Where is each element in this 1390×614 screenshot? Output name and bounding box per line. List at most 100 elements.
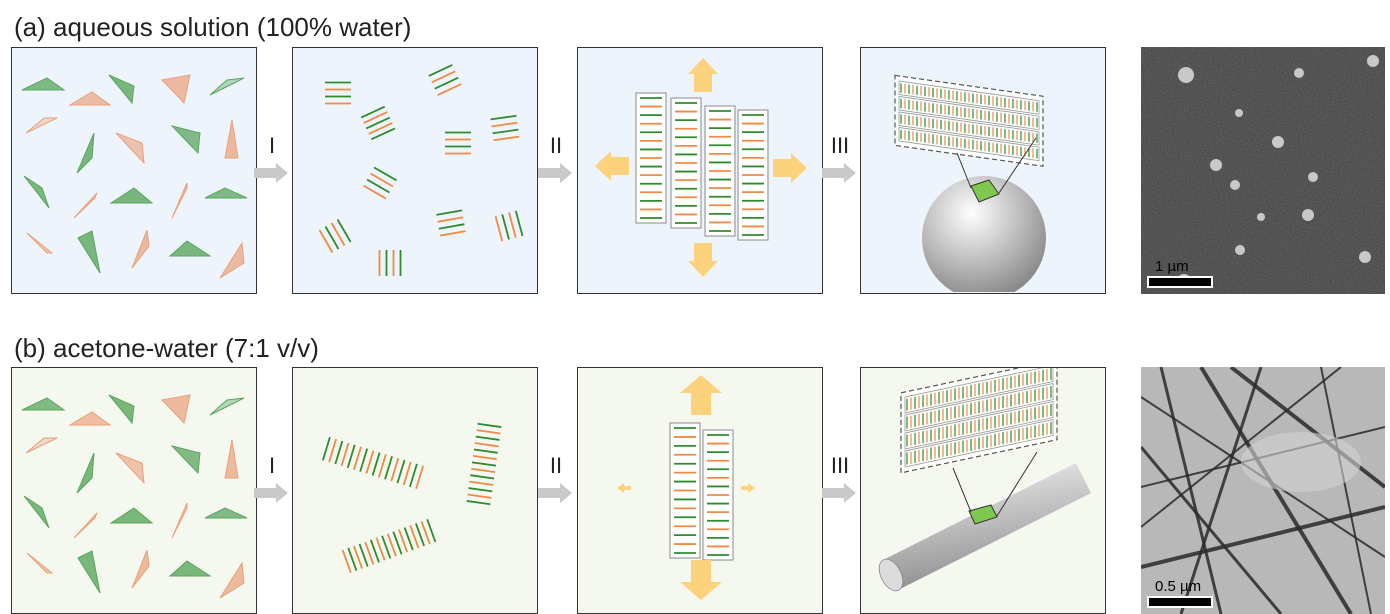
row-a-title: (a) aqueous solution (100% water) [14,12,412,42]
vesicle-dot [1257,213,1265,221]
fiber-strand [1159,367,1223,614]
building-block-triangle [108,74,135,105]
sphere-vesicle [922,176,1046,292]
fiber-cylinder [878,463,1091,592]
step-label: II [549,133,563,158]
building-block-triangle [160,74,191,105]
stripe-stack [325,81,351,105]
bilayer-sheet [894,74,1044,167]
row-a-growth-panel [577,47,823,294]
building-block-triangle [77,550,101,594]
building-block-triangle [76,452,95,494]
growth-arrow-right [741,483,755,493]
bilayer-sheet [900,368,1058,474]
row-b-step-3: III [820,453,860,513]
building-block-triangle [131,229,150,269]
vesicle-dot [1367,55,1379,67]
vesicle-dot [1178,67,1194,83]
ribbon-block [670,97,702,229]
elongated-stack [341,519,437,573]
row-a-stacks-panel [292,47,538,294]
scale-bar: 1 µm [1147,258,1213,288]
building-block-triangle [26,232,54,254]
row-b-growth-panel [577,367,823,614]
building-block-triangle [224,119,239,159]
building-block-triangle [23,495,50,529]
scale-bar-label: 1 µm [1155,258,1189,275]
vesicle-dot [1359,251,1371,263]
row-a-morphology-panel [860,47,1106,294]
building-block-triangle [168,240,212,257]
growth-arrow-up [680,375,722,415]
row-a-monomers-panel [11,47,257,294]
growth-arrow-down [680,560,722,600]
scale-bar: 0.5 µm [1147,578,1213,608]
row-b-stacks-panel [292,367,538,614]
scale-bar-label: 0.5 µm [1155,578,1202,595]
step-label: I [268,133,276,158]
building-block-triangle [168,560,212,577]
vesicle-dot [1210,159,1222,171]
step-label: I [268,453,276,478]
building-block-triangle [115,452,145,485]
scale-bar-line [1147,276,1213,288]
stripe-stack [378,250,402,276]
row-a-step-1: I [252,133,292,193]
building-block-triangle [204,187,248,199]
building-block-triangle [109,187,154,204]
row-b-monomers-panel [11,367,257,614]
step-arrow-icon [538,163,572,183]
elongated-stack [322,437,424,489]
building-block-triangle [68,91,112,106]
stripe-stack [363,166,397,200]
building-block-triangle [209,397,245,416]
row-a-step-2: II [536,133,576,193]
building-block-triangle [224,439,239,479]
row-b-step-1: I [252,453,292,513]
stripe-stack [318,219,352,253]
building-block-triangle [219,241,245,279]
growth-arrow-left [617,483,631,493]
growth-arrow-right [773,153,807,183]
vesicle-dot [1302,209,1314,221]
growth-arrow-up [688,58,718,92]
step-arrow-icon [822,163,856,183]
ribbon-block [669,422,701,559]
building-block-triangle [25,437,58,454]
vesicle-dot [1294,68,1304,78]
building-block-triangle [73,192,98,219]
row-b-step-2: II [536,453,576,513]
vesicle-dot [1235,109,1243,117]
row-b-title: (b) acetone-water (7:1 v/v) [14,333,319,363]
building-block-triangle [131,549,150,589]
building-block-triangle [171,502,188,539]
building-block-triangle [219,561,245,599]
building-block-triangle [77,230,101,274]
row-b-tem-image: 0.5 µm [1141,367,1385,614]
building-block-triangle [108,394,135,425]
building-block-triangle [171,182,188,219]
building-block-triangle [109,507,154,524]
fiber-strand [1179,367,1263,614]
step-arrow-icon [538,483,572,503]
row-b-morphology-panel [860,367,1106,614]
fiber-strand [1320,367,1372,614]
building-block-triangle [21,397,66,411]
building-block-triangle [209,77,245,96]
stripe-stack [494,210,524,242]
elongated-stack [466,422,502,506]
building-block-triangle [170,445,201,475]
step-label: III [830,133,850,158]
stripe-stack [490,114,520,142]
ribbon-block [702,429,734,561]
step-arrow-icon [254,483,288,503]
building-block-triangle [76,132,95,174]
building-block-triangle [25,117,58,134]
building-block-triangle [21,77,66,91]
building-block-triangle [26,552,54,574]
fiber-strand [1141,505,1385,569]
ribbon-block [704,105,736,237]
vesicle-dot [1230,180,1240,190]
vesicle-dot [1308,172,1318,182]
